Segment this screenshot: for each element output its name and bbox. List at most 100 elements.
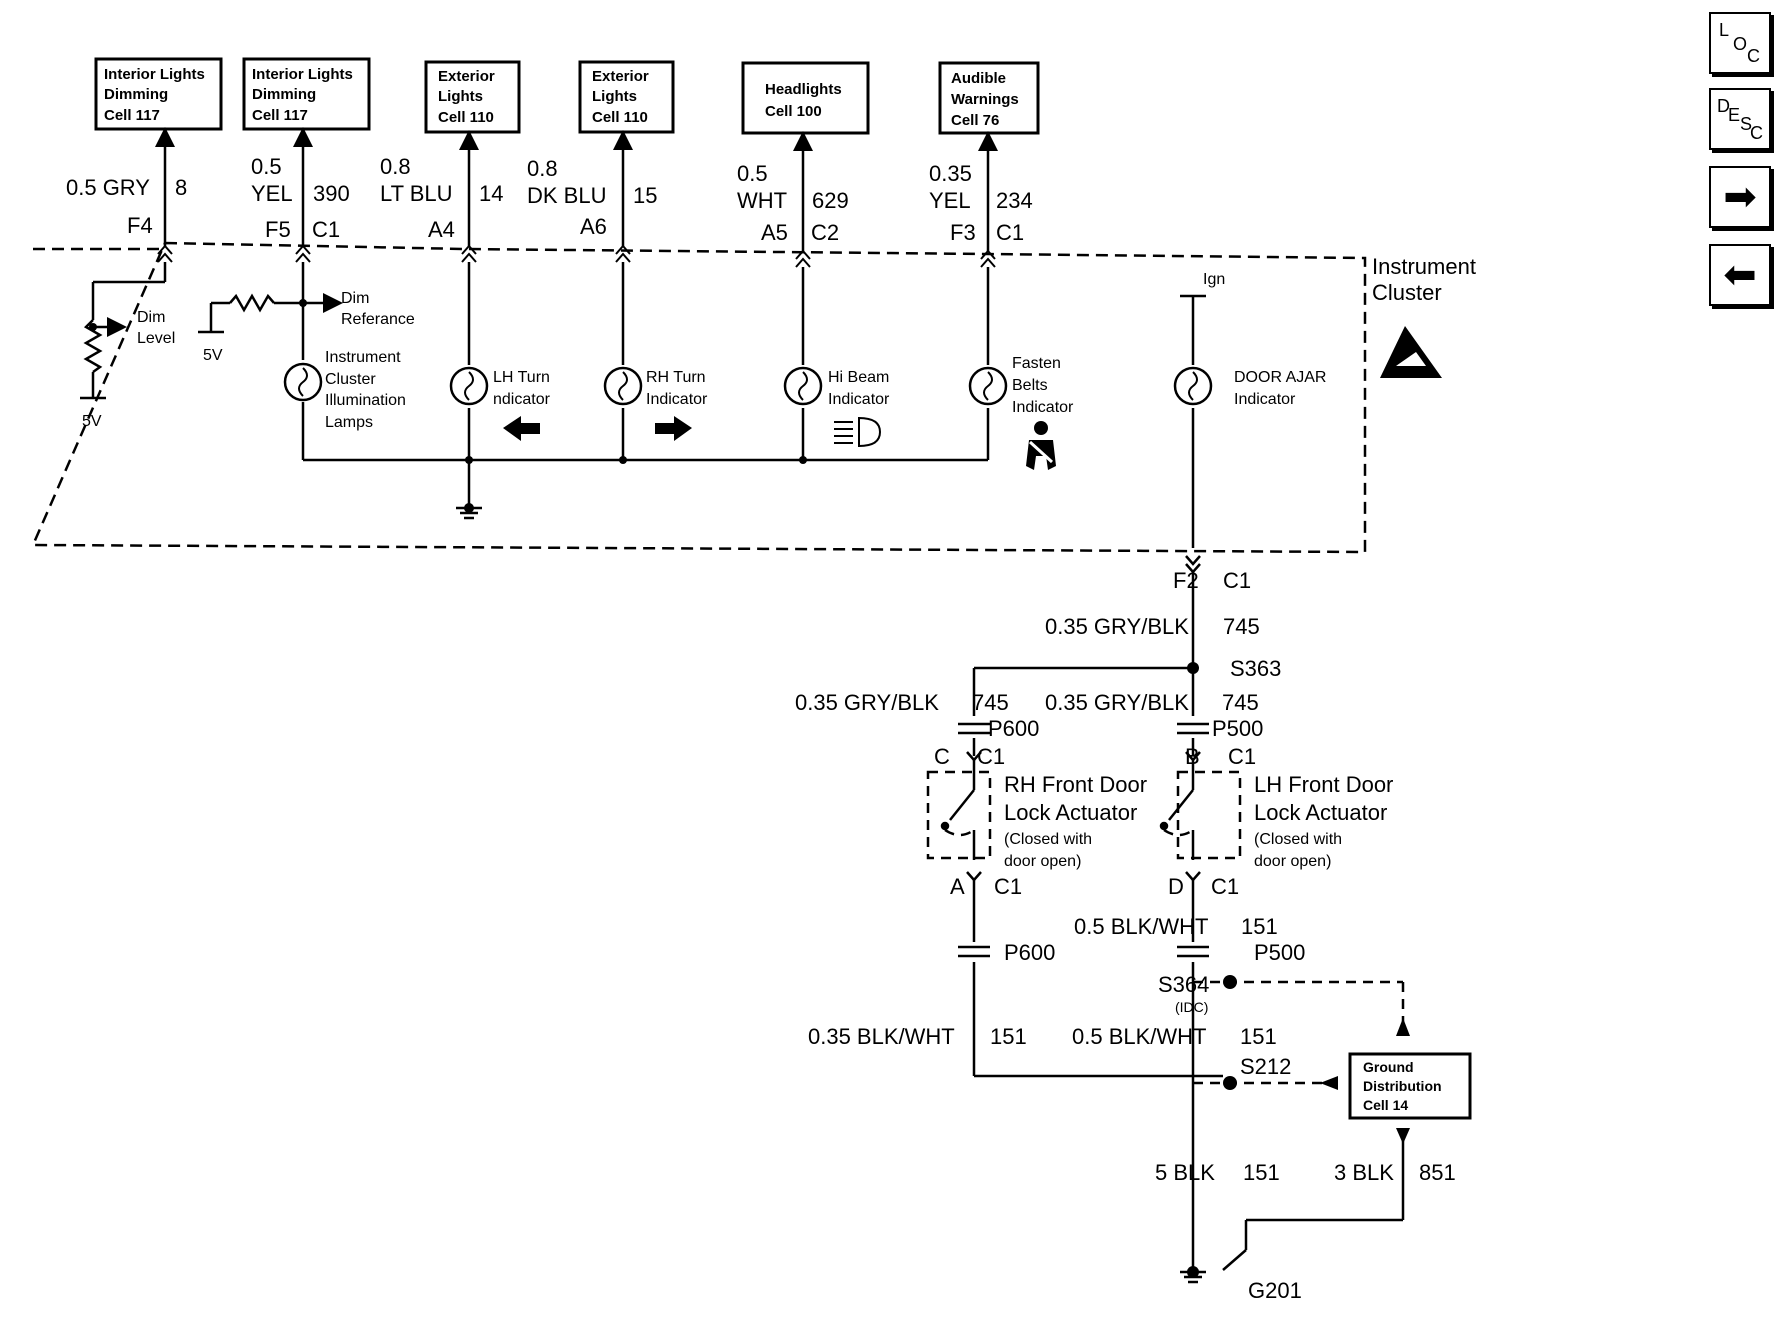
wire-label: 0.5 BLK/WHT xyxy=(1072,1024,1206,1049)
previous-button[interactable]: ⬅ xyxy=(1709,244,1771,306)
ground-label: G201 xyxy=(1248,1278,1302,1303)
lamp-label: Fasten xyxy=(1012,355,1061,372)
destination-box-exterior-2[interactable]: Exterior Lights Cell 110 xyxy=(578,60,675,134)
loc-letter: O xyxy=(1733,34,1748,54)
destination-box-headlights[interactable]: Headlights Cell 100 xyxy=(741,61,870,135)
dest-line: Cell 110 xyxy=(438,109,494,126)
lamp-label: Belts xyxy=(1012,377,1048,394)
dest-line: Lights xyxy=(592,88,637,105)
pin-label: F3 xyxy=(950,220,976,245)
inline-connector-label: P600 xyxy=(988,716,1039,741)
cluster-title: Cluster xyxy=(1372,280,1442,305)
dest-line: Headlights xyxy=(765,81,842,98)
arrow-left-icon: ⬅ xyxy=(1723,252,1757,298)
wire-size: 0.35 xyxy=(929,161,972,186)
dest-line: Exterior xyxy=(592,68,649,85)
dim-level-label: Level xyxy=(137,330,175,347)
esd-warning-icon xyxy=(1380,326,1442,378)
dest-line: Warnings xyxy=(951,91,1019,108)
cluster-boundary xyxy=(31,241,1367,554)
splice-label: S363 xyxy=(1230,656,1281,681)
lamp-label: ndicator xyxy=(493,391,551,408)
pin-label: A5 xyxy=(761,220,788,245)
destination-box-interior-dim-1[interactable]: Interior Lights Dimming Cell 117 xyxy=(94,57,223,131)
right-turn-arrow-icon xyxy=(655,416,692,441)
ground-dist-line: Ground xyxy=(1363,1059,1414,1075)
connector-label: C1 xyxy=(312,217,340,242)
circuit-label: 745 xyxy=(1222,690,1259,715)
inline-connector-label: P500 xyxy=(1212,716,1263,741)
lower-junctions xyxy=(1187,662,1237,1278)
lamp-label: LH Turn xyxy=(493,369,550,386)
desc-letter: E xyxy=(1728,105,1741,125)
wire-label: 0.5 BLK/WHT xyxy=(1074,914,1208,939)
arrow-up-icon xyxy=(1396,1018,1410,1036)
dest-line: Interior Lights xyxy=(104,66,205,83)
connector-label: C1 xyxy=(994,874,1022,899)
connector-label: C1 xyxy=(977,744,1005,769)
circuit-label: 234 xyxy=(996,188,1033,213)
pin-label: A4 xyxy=(428,217,455,242)
dest-line: Cell 117 xyxy=(252,107,308,124)
dest-line: Cell 117 xyxy=(104,107,160,124)
wire-size: 0.5 xyxy=(251,154,282,179)
arrow-down-icon xyxy=(1396,1128,1410,1144)
circuit-label: 390 xyxy=(313,181,350,206)
wire-color: YEL xyxy=(251,181,293,206)
wire-size: 0.8 xyxy=(527,156,558,181)
destination-box-exterior-1[interactable]: Exterior Lights Cell 110 xyxy=(424,60,521,134)
lamp-label: Cluster xyxy=(325,371,376,388)
ground-dist-line: Distribution xyxy=(1363,1078,1442,1094)
arrow-right-icon: ➡ xyxy=(1723,174,1757,220)
lamp-label: Illumination xyxy=(325,392,406,409)
connector-label: C1 xyxy=(996,220,1024,245)
splice-note: (IDC) xyxy=(1175,999,1208,1015)
lamp-label: Indicator xyxy=(1234,391,1296,408)
destination-box-audible[interactable]: Audible Warnings Cell 76 xyxy=(938,61,1040,135)
loc-letter: C xyxy=(1747,46,1760,66)
dim-reference-label: Dim xyxy=(341,290,369,307)
wire-label: 0.35 GRY/BLK xyxy=(1045,614,1189,639)
pin-label: D xyxy=(1168,874,1184,899)
circuit-label: 151 xyxy=(990,1024,1027,1049)
pin-label: A6 xyxy=(580,214,607,239)
left-turn-arrow-icon xyxy=(503,416,540,441)
dest-line: Cell 76 xyxy=(951,112,999,129)
circuit-label: 14 xyxy=(479,181,503,206)
cluster-junctions xyxy=(89,299,807,513)
next-button[interactable]: ➡ xyxy=(1709,166,1771,228)
cluster-title: Instrument xyxy=(1372,254,1476,279)
lamp-label: DOOR AJAR xyxy=(1234,369,1326,386)
wire-size: 0.8 xyxy=(380,154,411,179)
connector-label: C1 xyxy=(1228,744,1256,769)
ground-distribution-box[interactable]: Ground Distribution Cell 14 xyxy=(1348,1052,1472,1120)
loc-icon: L O C xyxy=(1717,20,1763,66)
connector-label: C1 xyxy=(1223,568,1251,593)
switch-note: door open) xyxy=(1254,853,1331,870)
destination-box-interior-dim-2[interactable]: Interior Lights Dimming Cell 117 xyxy=(242,57,371,131)
arrow-left-small-icon xyxy=(1320,1076,1338,1090)
loc-button[interactable]: L O C xyxy=(1709,12,1771,74)
desc-letter: D xyxy=(1717,96,1730,116)
pin-label: A xyxy=(950,874,965,899)
switch-note: (Closed with xyxy=(1004,831,1092,848)
circuit-label: 745 xyxy=(1223,614,1260,639)
wire-color: LT BLU xyxy=(380,181,453,206)
dest-line: Exterior xyxy=(438,68,495,85)
ground-dist-line: Cell 14 xyxy=(1363,1097,1408,1113)
dest-line: Dimming xyxy=(104,86,168,103)
circuit-label: 151 xyxy=(1241,914,1278,939)
dest-line: Audible xyxy=(951,70,1006,87)
switch-label: LH Front Door xyxy=(1254,772,1393,797)
dest-line: Interior Lights xyxy=(252,66,353,83)
pin-label: F5 xyxy=(265,217,291,242)
wire-label: 3 BLK xyxy=(1334,1160,1394,1185)
dim-reference-label: Referance xyxy=(341,311,415,328)
desc-button[interactable]: D E S C xyxy=(1709,88,1771,150)
ign-label: Ign xyxy=(1203,271,1225,288)
switch-enclosures xyxy=(926,770,1242,860)
connector-chevrons-top xyxy=(157,244,996,268)
circuit-label: 629 xyxy=(812,188,849,213)
connector-label: C1 xyxy=(1211,874,1239,899)
inline-connector-label: P600 xyxy=(1004,940,1055,965)
